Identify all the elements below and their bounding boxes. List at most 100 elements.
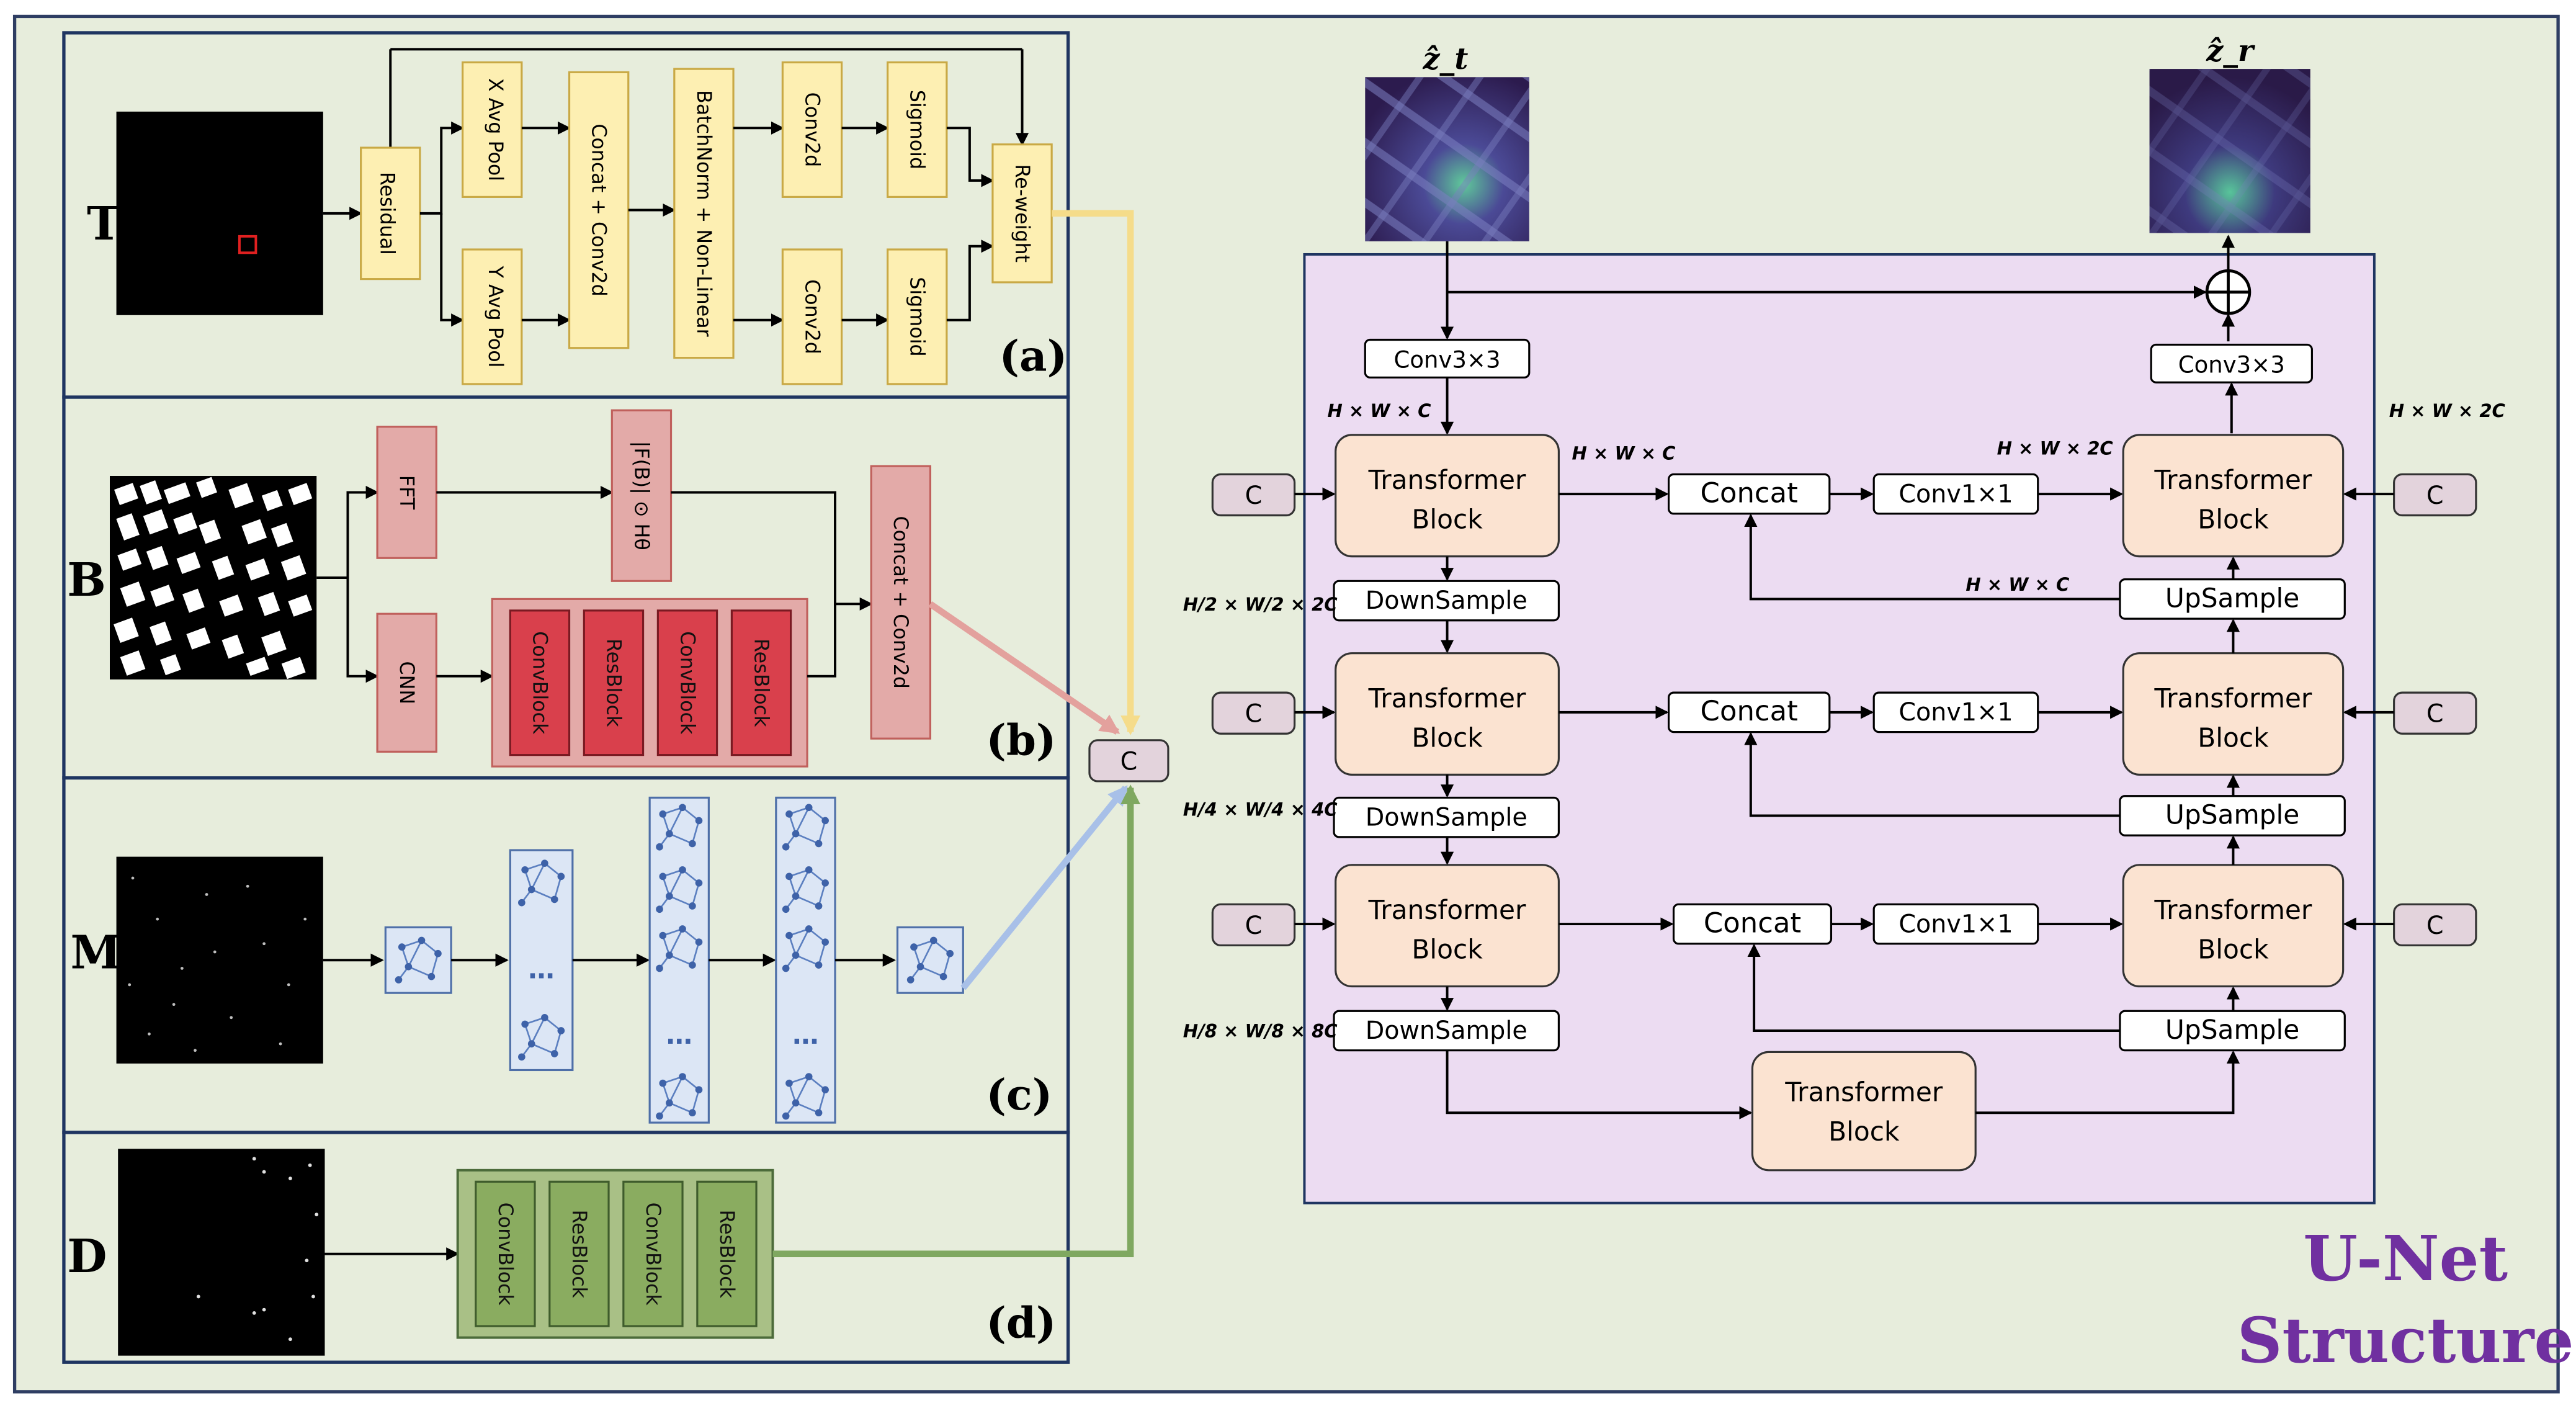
dim-l0-mid: H × W × C — [1572, 443, 1676, 464]
transformer-bottleneck — [1751, 1051, 1977, 1172]
building-25 — [114, 617, 139, 643]
building-5 — [261, 490, 283, 511]
d-block-label-0: ConvBlock — [494, 1203, 516, 1306]
m-dot-6 — [287, 983, 290, 987]
network-icon-10 — [782, 1073, 829, 1120]
building-8 — [143, 509, 169, 535]
unet-title-line1: U-Net — [2303, 1222, 2508, 1295]
m-ellipsis-2: … — [666, 1020, 692, 1050]
transformer-left-2-line2: Block — [1411, 935, 1483, 965]
network-icon-1 — [518, 859, 565, 907]
building-21 — [182, 588, 205, 613]
magnitude-box — [610, 409, 673, 582]
transformer-left-0 — [1335, 434, 1560, 558]
building-2 — [163, 482, 190, 504]
d-block-0 — [475, 1180, 536, 1327]
input-image-zt — [1365, 77, 1529, 241]
building-23 — [257, 591, 280, 616]
transformer-right-1-line1: Transformer — [2154, 683, 2312, 714]
d-dot-10 — [311, 1294, 315, 1299]
c-right-1-label: C — [2426, 700, 2444, 729]
c-right-0-label: C — [2426, 482, 2444, 510]
transformer-left-0-line2: Block — [1411, 504, 1483, 535]
sigmoid-bottom-label: Sigmoid — [906, 277, 928, 356]
building-27 — [186, 627, 211, 650]
conv2d-top-label: Conv2d — [800, 92, 823, 168]
d-dot-3 — [308, 1163, 312, 1167]
building-14 — [146, 545, 169, 570]
conv2d-top-box — [781, 61, 843, 198]
dim-up0: H × W × C — [1966, 574, 2070, 595]
x-avg-pool-box — [462, 61, 523, 198]
network-icon-11 — [906, 936, 954, 984]
arrow-pink — [928, 601, 1120, 735]
building-30 — [120, 650, 146, 676]
concat-conv2d-label-T: Concat + Conv2d — [588, 123, 610, 296]
m-dot-9 — [303, 917, 307, 921]
image-T — [116, 111, 323, 315]
panel-letter-B: B — [67, 553, 106, 607]
d-block-2 — [622, 1180, 684, 1327]
transformer-right-1 — [2122, 652, 2345, 776]
network-icon-0 — [395, 936, 442, 984]
c-left-0 — [1211, 473, 1296, 517]
building-11 — [241, 519, 267, 545]
m-dot-0 — [131, 876, 135, 880]
transformer-left-0-line1: Transformer — [1368, 465, 1526, 495]
transformer-left-1-line1: Transformer — [1368, 683, 1526, 714]
transformer-right-0 — [2122, 434, 2345, 558]
sigmoid-top-label: Sigmoid — [906, 90, 928, 169]
m-dot-11 — [213, 950, 217, 954]
conv1x1-0-label: Conv1×1 — [1898, 480, 2013, 508]
b-block-label-0: ConvBlock — [528, 631, 550, 735]
m-col-0 — [384, 926, 452, 994]
concat-1-label: Concat — [1701, 694, 1798, 727]
d-block-label-1: ResBlock — [568, 1209, 590, 1298]
output-label: ẑ_r — [2206, 34, 2255, 68]
d-block-3 — [696, 1180, 758, 1327]
magnitude-label: |F(B)| ⊙ Hθ — [630, 441, 652, 550]
network-icon-5 — [656, 925, 703, 972]
m-dot-4 — [230, 1016, 233, 1020]
batchnorm-box — [673, 68, 735, 359]
d-block-1 — [548, 1180, 610, 1327]
conv2d-bottom-box — [781, 248, 843, 385]
batchnorm-label: BatchNorm + Non-Linear — [692, 90, 715, 338]
d-dot-0 — [252, 1157, 256, 1161]
d-block-label-3: ResBlock — [715, 1209, 738, 1298]
building-9 — [173, 512, 198, 535]
conv-out-box — [2150, 343, 2313, 383]
fft-label: FFT — [395, 475, 418, 510]
transformer-right-0-line1: Transformer — [2154, 465, 2312, 495]
image-D — [118, 1149, 325, 1356]
sigmoid-bottom-box — [887, 248, 948, 385]
network-icon-9 — [782, 925, 829, 972]
arrow-yellow — [1052, 210, 1140, 735]
building-28 — [221, 634, 244, 659]
building-10 — [199, 519, 221, 544]
d-dot-9 — [288, 1337, 292, 1342]
m-dot-10 — [172, 1003, 176, 1007]
panel-tag-b: (b) — [986, 715, 1056, 766]
c-left-2 — [1211, 903, 1296, 947]
panel-tag-c: (c) — [986, 1070, 1052, 1120]
m-dot-8 — [246, 884, 249, 888]
network-icon-7 — [782, 804, 829, 851]
building-31 — [159, 654, 181, 676]
building-26 — [150, 621, 172, 646]
d-dot-5 — [305, 1258, 309, 1263]
transformer-left-2 — [1335, 864, 1560, 988]
m-dot-2 — [180, 967, 184, 970]
conv1x1-1-label: Conv1×1 — [1898, 698, 2013, 727]
dim-l1-left: H/2 × W/2 × 2C — [1183, 594, 1338, 615]
building-15 — [176, 552, 201, 575]
network-icon-3 — [656, 804, 703, 851]
transformer-right-0-line2: Block — [2198, 504, 2269, 535]
conv2d-bottom-label: Conv2d — [800, 279, 823, 354]
d-block-label-2: ConvBlock — [642, 1203, 664, 1306]
upsample-0-label: UpSample — [2165, 583, 2299, 614]
upsample-2-label: UpSample — [2165, 1015, 2299, 1045]
conv-in-label: Conv3×3 — [1394, 346, 1501, 373]
downsample-0-label: DownSample — [1366, 586, 1527, 615]
